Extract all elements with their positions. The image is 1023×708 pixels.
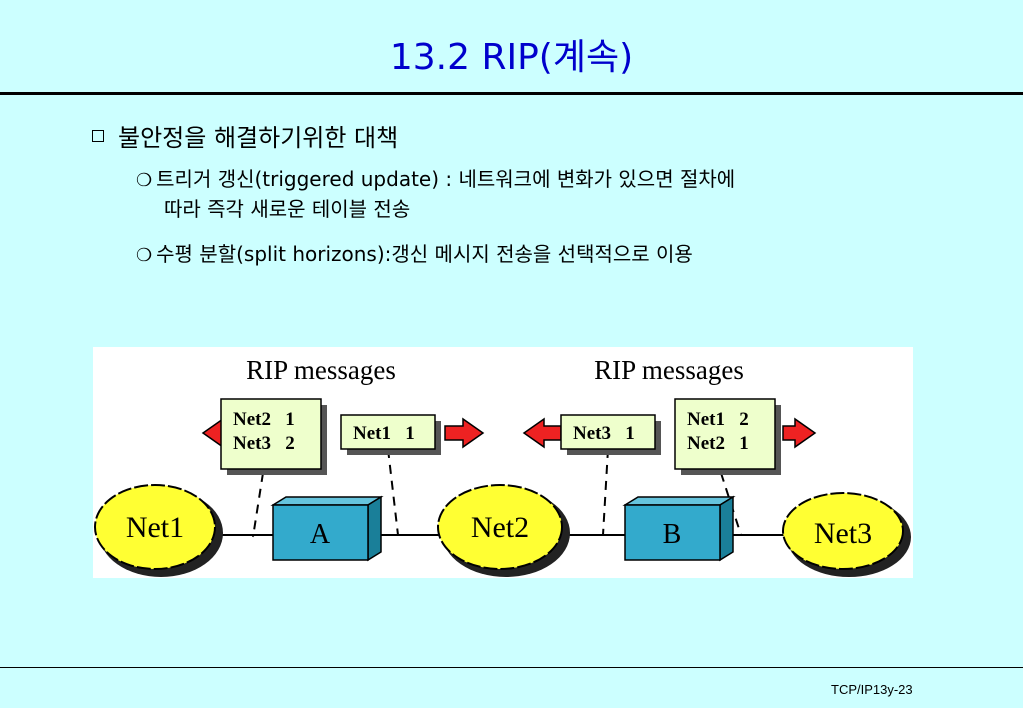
- footer-divider: [0, 667, 1023, 668]
- page-title: 13.2 RIP(계속): [389, 37, 634, 78]
- arrow-right-b: [782, 417, 817, 449]
- rip-split-horizon-diagram: RIP messages RIP messages Net2 1 Net3 2: [93, 347, 913, 578]
- footer-page-id: TCP/IP13y-23: [831, 682, 913, 697]
- network-cloud-net3: Net3: [782, 492, 911, 577]
- square-bullet-icon: [92, 130, 104, 142]
- box-b-left-line: Net3 1: [573, 423, 635, 444]
- net1-label: Net1: [126, 511, 184, 544]
- rip-message-box-a-left: Net2 1 Net3 2: [220, 398, 327, 475]
- box-a-right-line: Net1 1: [353, 423, 415, 444]
- rip-message-box-b-left: Net3 1: [560, 414, 661, 455]
- sub-bullet-1-line-1: 트리거 갱신(triggered update) : 네트워크에 변화가 있으면…: [156, 167, 736, 191]
- dashed-connector-a-right: [387, 448, 399, 536]
- circle-bullet-icon: ❍: [136, 245, 153, 266]
- circle-bullet-icon: ❍: [136, 170, 153, 191]
- net3-label: Net3: [814, 517, 872, 550]
- net2-label: Net2: [471, 511, 529, 544]
- network-cloud-net2: Net2: [437, 484, 570, 577]
- sub-bullet-2-text: 수평 분할(split horizons):갱신 메시지 전송을 선택적으로 이…: [156, 242, 693, 266]
- main-bullet-text: 불안정을 해결하기위한 대책: [118, 124, 399, 152]
- arrow-left-b: [522, 417, 562, 449]
- main-bullet: 불안정을 해결하기위한 대책: [92, 118, 398, 153]
- box-b-right-line-2: Net2 1: [687, 433, 749, 454]
- dashed-connector-a-left: [252, 472, 264, 538]
- sub-bullet-1-line-2: 따라 즉각 새로운 테이블 전송: [164, 197, 411, 221]
- sub-bullet-triggered-update: ❍트리거 갱신(triggered update) : 네트워크에 변화가 있으…: [136, 165, 735, 224]
- rip-message-box-a-right: Net1 1: [340, 414, 441, 455]
- router-a: A: [270, 495, 384, 562]
- router-b: B: [622, 495, 736, 562]
- box-a-left-line-2: Net3 2: [233, 433, 295, 454]
- box-b-right-line-1: Net1 2: [687, 409, 749, 430]
- dashed-connector-b-left: [602, 448, 609, 536]
- rip-message-box-b-right: Net1 2 Net2 1: [674, 398, 781, 475]
- router-a-label: A: [310, 519, 331, 550]
- rip-messages-header-right: RIP messages: [594, 355, 744, 385]
- network-cloud-net1: Net1: [94, 484, 223, 577]
- rip-messages-header-left: RIP messages: [246, 355, 396, 385]
- arrow-right-a: [444, 417, 485, 449]
- title-divider: [0, 92, 1023, 95]
- router-b-label: B: [663, 519, 682, 550]
- box-a-left-line-1: Net2 1: [233, 409, 295, 430]
- sub-bullet-split-horizons: ❍수평 분할(split horizons):갱신 메시지 전송을 선택적으로 …: [136, 240, 693, 270]
